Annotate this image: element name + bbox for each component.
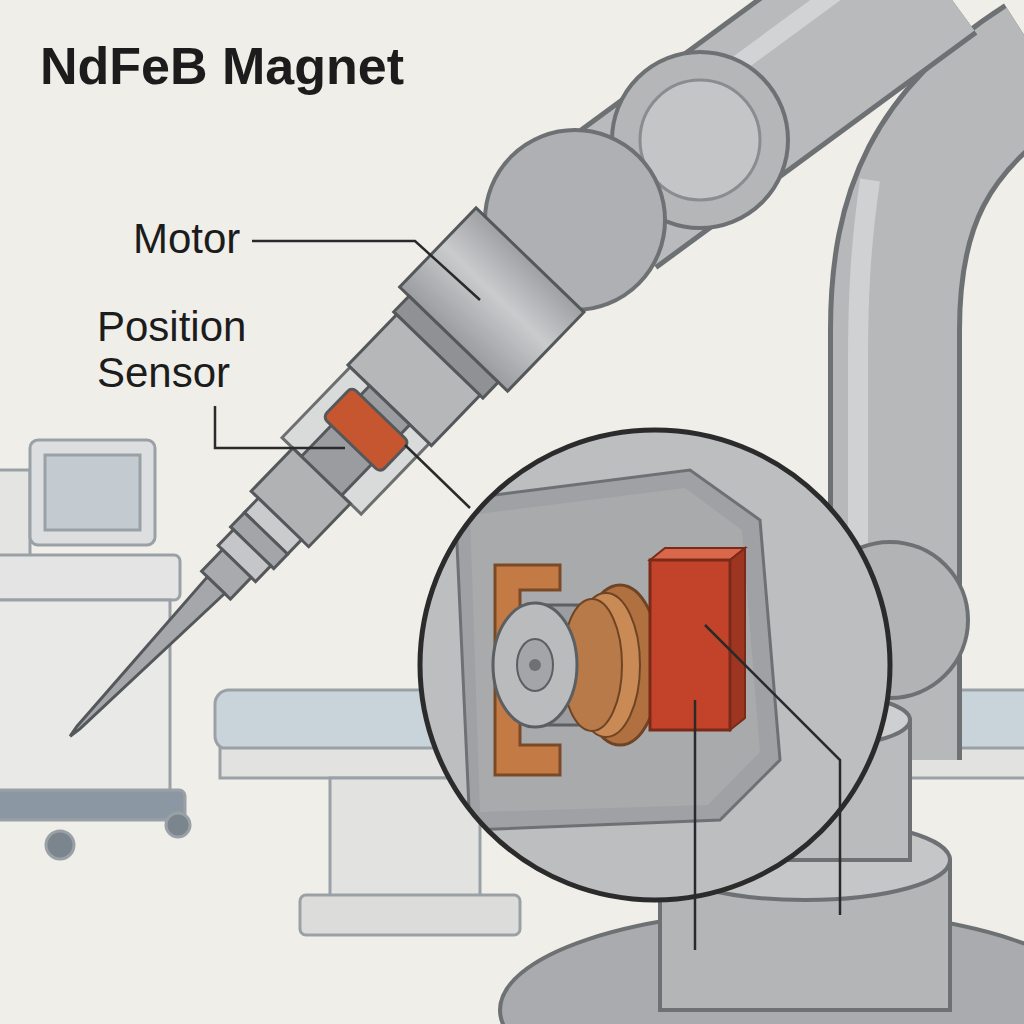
magnet-leader — [694, 700, 697, 950]
part-label: Motor — [133, 216, 333, 262]
part-label: Position Sensor — [97, 304, 287, 396]
ndfeb-magnet — [650, 560, 730, 730]
needle — [62, 577, 225, 745]
inset-leader — [405, 445, 470, 508]
magnified-inset — [420, 430, 900, 910]
diagram-title: NdFeB Magnet — [40, 38, 404, 95]
sensor-leader — [215, 406, 345, 448]
position-sensor — [323, 387, 410, 473]
leader-lines — [215, 241, 840, 950]
magnet-leader — [705, 625, 840, 915]
motor-leader — [252, 241, 480, 300]
